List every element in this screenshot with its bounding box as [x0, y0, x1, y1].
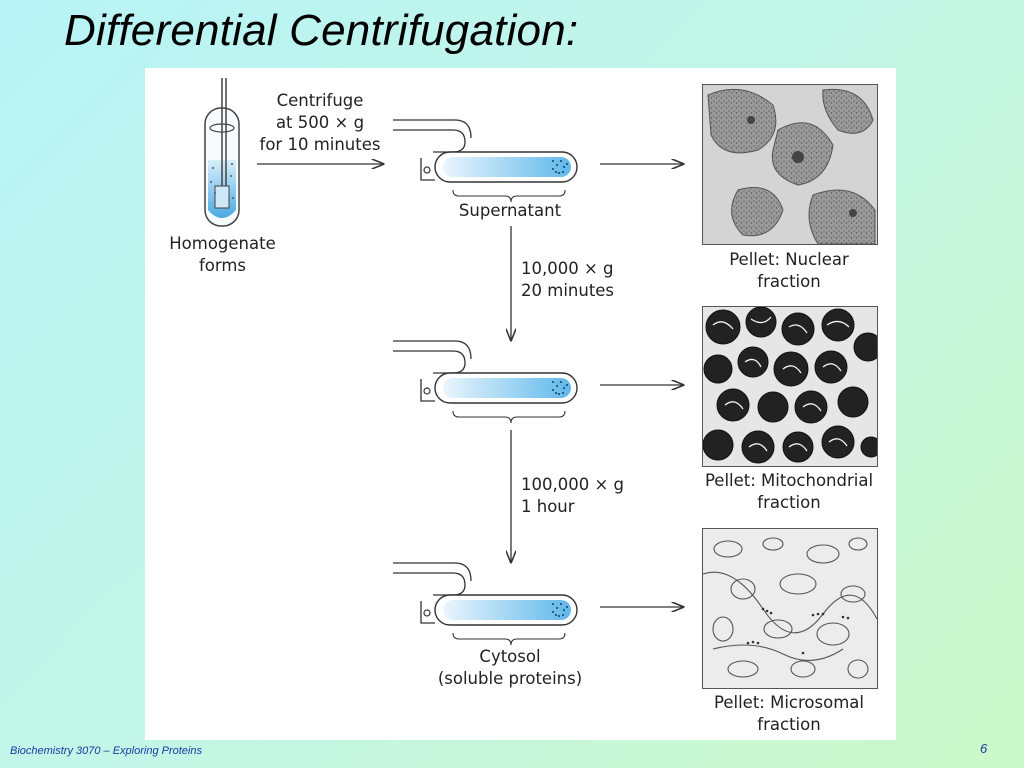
centrifuge-tube-2	[393, 340, 578, 424]
microsomal-micrograph	[702, 528, 878, 689]
centrifugation-figure: Homogenate forms Centrifuge at 500 × g f…	[145, 68, 896, 740]
homogenizer-tube	[204, 78, 240, 227]
diagram-svg	[204, 78, 896, 646]
cytosol-label: Cytosol (soluble proteins)	[437, 647, 583, 688]
pellet-nuclear-label: Pellet: Nuclear fraction	[729, 250, 849, 291]
pellet-mitochondrial-label: Pellet: Mitochondrial fraction	[704, 471, 874, 512]
mitochondrial-micrograph	[702, 306, 878, 467]
slide-title: Differential Centrifugation:	[64, 6, 579, 55]
step1-label: Centrifuge at 500 × g for 10 minutes	[259, 91, 381, 154]
slide-footer: Biochemistry 3070 – Exploring Proteins	[10, 745, 202, 757]
centrifuge-tube-3	[393, 562, 578, 646]
nuclear-micrograph	[702, 84, 878, 245]
page-number: 6	[980, 741, 988, 756]
supernatant-label: Supernatant	[458, 201, 562, 220]
step2-label: 10,000 × g 20 minutes	[521, 259, 615, 300]
pellet-microsomal-label: Pellet: Microsomal fraction	[714, 693, 864, 734]
homogenate-label: Homogenate forms	[169, 234, 276, 275]
centrifuge-tube-1	[393, 119, 578, 203]
step3-label: 100,000 × g 1 hour	[521, 475, 625, 516]
